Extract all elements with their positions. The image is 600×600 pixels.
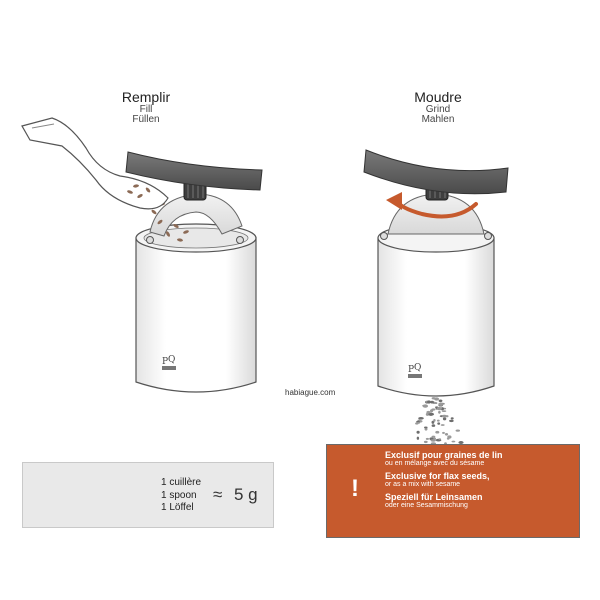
ground-seed-particle bbox=[425, 412, 430, 416]
ground-seed-particle bbox=[447, 435, 452, 439]
ground-seed-particle bbox=[434, 397, 440, 401]
brand-logo-right: P Q bbox=[408, 363, 422, 378]
ground-seed-particle bbox=[416, 422, 421, 424]
ground-seed-particle bbox=[423, 440, 428, 444]
step-fill-label-en: Fill bbox=[139, 103, 153, 115]
svg-text:Q: Q bbox=[168, 355, 175, 365]
screw-left-1 bbox=[146, 236, 154, 244]
step-fill-title: Remplir Fill Füllen bbox=[86, 90, 206, 126]
crank-right bbox=[363, 149, 509, 195]
ground-seed-particle bbox=[427, 400, 431, 404]
ground-seed-particle bbox=[445, 415, 449, 418]
spoon-line-fr: 1 cuillère bbox=[161, 477, 202, 488]
step-grind-label-de: Mahlen bbox=[421, 114, 455, 126]
ground-seed-particle bbox=[449, 419, 454, 423]
fill-illustration: P Q bbox=[21, 117, 263, 393]
ground-seed-particle bbox=[422, 404, 427, 407]
ground-seed-particle bbox=[441, 410, 447, 412]
brand-logo-left: P Q bbox=[162, 355, 176, 370]
ground-seed-particle bbox=[442, 431, 445, 434]
svg-text:Q: Q bbox=[414, 363, 421, 373]
ground-seeds-particles bbox=[415, 397, 464, 445]
step-grind-label-en: Grind bbox=[425, 103, 451, 115]
ground-seed-particle bbox=[416, 436, 420, 440]
website-url: habiague.com bbox=[285, 388, 336, 397]
step-grind-title: Moudre Grind Mahlen bbox=[378, 90, 498, 126]
ground-seed-particle bbox=[442, 417, 447, 421]
ground-seed-particle bbox=[455, 429, 460, 432]
ground-seed-particle bbox=[450, 417, 454, 420]
approx-symbol: ≈ bbox=[213, 485, 223, 504]
ground-seed-particle bbox=[431, 420, 435, 424]
crank-left bbox=[125, 151, 263, 191]
dome-open-left bbox=[149, 193, 243, 237]
ground-seed-particle bbox=[441, 414, 447, 418]
ground-seed-particle bbox=[430, 400, 434, 404]
ground-seed-particle bbox=[438, 410, 441, 414]
ground-seed-particle bbox=[428, 412, 435, 416]
spoon-left bbox=[21, 117, 169, 210]
ground-seed-particle bbox=[458, 441, 464, 444]
screw-left-2 bbox=[236, 236, 244, 244]
mill-body-right bbox=[377, 237, 495, 397]
ground-seed-particle bbox=[416, 430, 420, 434]
ground-seed-particle bbox=[430, 409, 434, 413]
ground-seed-particle bbox=[433, 419, 436, 422]
ground-seed-particle bbox=[430, 439, 436, 442]
warning-line-en: Exclusive for flax seeds, bbox=[385, 471, 490, 481]
ground-seed-particle bbox=[436, 419, 440, 422]
step-fill-label: Remplir bbox=[121, 89, 171, 105]
spoon-measure-box: 1 cuillère 1 spoon 1 Löffel ≈ 5 g bbox=[22, 462, 274, 528]
ground-seed-particle bbox=[438, 438, 442, 440]
step-fill-label-de: Füllen bbox=[132, 114, 160, 126]
ground-seed-particle bbox=[436, 406, 442, 411]
step-grind-label: Moudre bbox=[414, 89, 462, 105]
ground-seed-particle bbox=[418, 417, 424, 420]
svg-text:P: P bbox=[408, 365, 414, 375]
ground-seed-particle bbox=[451, 440, 456, 443]
warning-subline-de: oder eine Sesammischung bbox=[385, 502, 468, 509]
exclamation-icon: ! bbox=[351, 475, 359, 502]
spoon-line-en: 1 spoon bbox=[161, 489, 197, 501]
ground-seed-particle bbox=[437, 422, 441, 425]
warning-subline-en: or as a mix with sesame bbox=[385, 481, 461, 488]
spoon-seeds-left bbox=[127, 184, 151, 198]
ground-seed-particle bbox=[435, 430, 440, 434]
spoon-line-de: 1 Löffel bbox=[161, 502, 194, 513]
ground-seed-particle bbox=[444, 433, 449, 436]
ground-seed-particle bbox=[426, 410, 431, 414]
spoon-measure-lines: 1 cuillère 1 spoon 1 Löffel bbox=[161, 477, 201, 515]
warning-subline-fr: ou en mélange avec du sésame bbox=[385, 460, 485, 467]
spoon-weight-value: 5 g bbox=[234, 485, 258, 504]
warning-line-de: Speziell für Leinsamen bbox=[385, 492, 483, 502]
ground-seed-particle bbox=[431, 424, 436, 427]
warning-text: Exclusif pour graines de lin ou en mélan… bbox=[385, 450, 575, 513]
svg-text:P: P bbox=[162, 357, 168, 367]
warning-line-fr: Exclusif pour graines de lin bbox=[385, 450, 503, 460]
ground-seed-particle bbox=[431, 435, 436, 438]
ground-seed-particle bbox=[438, 402, 443, 406]
ground-seed-particle bbox=[438, 399, 443, 403]
ground-seed-particle bbox=[425, 437, 429, 440]
ground-seed-particle bbox=[440, 424, 445, 426]
grind-illustration: P Q bbox=[363, 149, 509, 445]
warning-box: ! Exclusif pour graines de lin ou en mél… bbox=[326, 444, 580, 538]
mill-body-left bbox=[135, 237, 257, 393]
ground-seed-particle bbox=[424, 426, 428, 429]
